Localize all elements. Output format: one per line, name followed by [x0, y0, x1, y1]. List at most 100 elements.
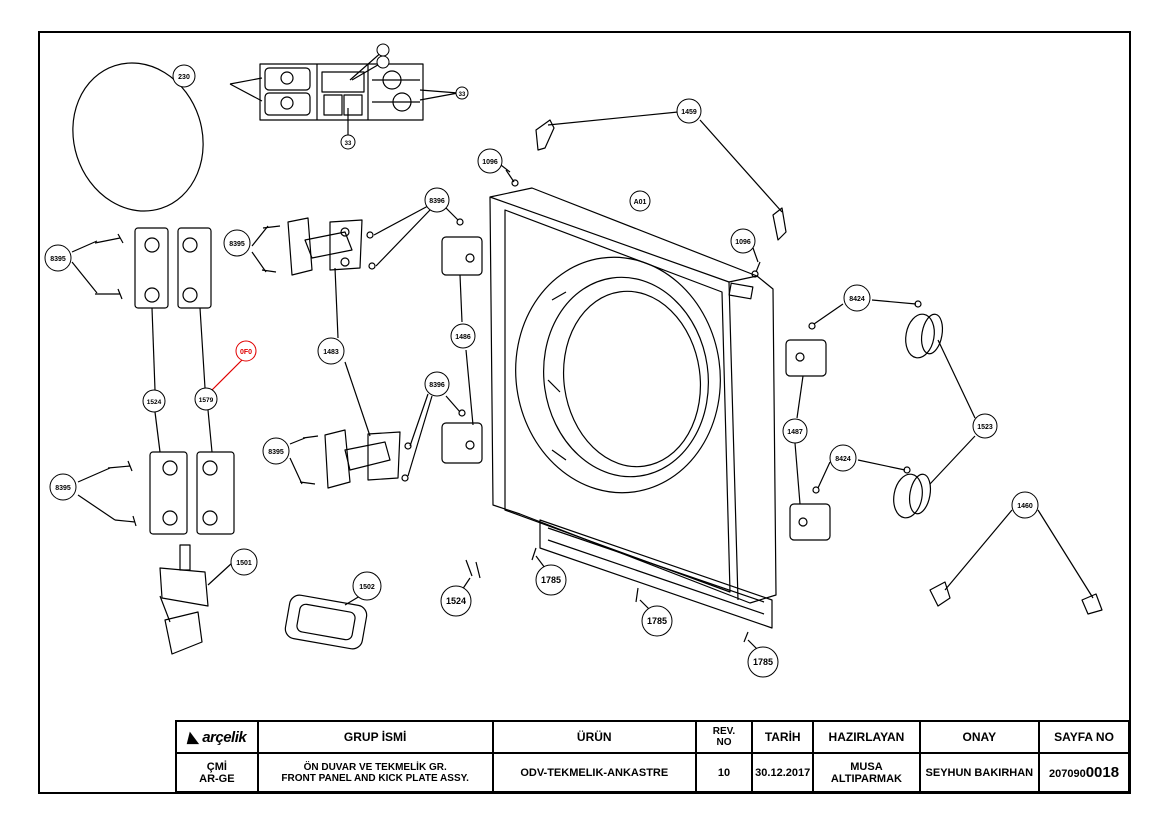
header-rev: REV. NO [694, 720, 754, 754]
callout-1524-left: 1524 [142, 389, 166, 413]
callout-1096-top: 1096 [477, 148, 503, 174]
callout-1785-c: 1785 [747, 646, 779, 678]
screws-8396 [366, 205, 466, 482]
callout-1486: 1486 [450, 323, 476, 349]
callout-1785-a: 1785 [535, 564, 567, 596]
handle-grip-1502 [284, 594, 368, 650]
callout-8395-a: 8395 [44, 244, 72, 272]
hinge-clip-top [535, 111, 787, 241]
brand-logo-cell: ◣ arçelik [175, 720, 259, 754]
callout-8424-bottom: 8424 [829, 444, 857, 472]
callout-33-top [376, 43, 390, 69]
hinge-plates [134, 227, 235, 535]
callout-8395-b: 8395 [223, 229, 251, 257]
kick-lock-1501 [159, 544, 233, 655]
department-line1: ÇMİ [206, 760, 227, 773]
department-line2: AR-GE [199, 772, 235, 785]
title-block: ◣ arçelik GRUP İSMİ ÜRÜN REV. NO TARİH H… [175, 720, 1130, 793]
svg-text:A01: A01 [634, 199, 647, 206]
svg-text:1483: 1483 [323, 349, 339, 356]
group-name-value: ÖN DUVAR VE TEKMELİK GR. FRONT PANEL AND… [256, 752, 494, 793]
rev-value: 10 [694, 752, 754, 793]
callout-1579: 1579 [194, 387, 218, 411]
screws-lower [461, 547, 759, 651]
door-hinges-1483 [251, 217, 401, 489]
header-group-name: GRUP İSMİ [256, 720, 494, 754]
svg-text:1487: 1487 [787, 429, 803, 436]
svg-text:1459: 1459 [681, 109, 697, 116]
header-date: TARİH [751, 720, 815, 754]
callout-0f0-highlight: 0F0 [235, 340, 257, 362]
callout-33-bottom: 33 [340, 134, 356, 150]
label-sheet [229, 49, 459, 140]
header-product: ÜRÜN [491, 720, 697, 754]
callout-33-right: 33 [455, 86, 469, 100]
sheet-no-suffix: 0018 [1085, 764, 1120, 781]
highlight-leader [209, 357, 245, 393]
hinge-brackets-1486 [441, 236, 483, 464]
svg-text:0F0: 0F0 [240, 349, 252, 356]
svg-text:1785: 1785 [541, 575, 561, 585]
hinge-brackets-1487 [785, 339, 831, 541]
callout-8396-top: 8396 [424, 187, 450, 213]
group-name-tr: ÖN DUVAR VE TEKMELİK GR. [303, 761, 447, 773]
callout-1459: 1459 [676, 98, 702, 124]
screws-8395-left [71, 233, 137, 527]
callout-8395-d: 8395 [49, 473, 77, 501]
screw-1096 [496, 161, 761, 278]
callout-8396-bottom: 8396 [424, 371, 450, 397]
svg-text:33: 33 [345, 141, 352, 147]
hinge-clips-1460 [929, 509, 1103, 615]
svg-text:8396: 8396 [429, 382, 445, 389]
callout-1460: 1460 [1011, 491, 1039, 519]
svg-text:1096: 1096 [735, 239, 751, 246]
svg-text:1460: 1460 [1017, 503, 1033, 510]
door-locks-1523 [893, 313, 976, 519]
header-approval: ONAY [918, 720, 1041, 754]
svg-text:8395: 8395 [229, 241, 245, 248]
svg-text:1486: 1486 [455, 334, 471, 341]
svg-text:1785: 1785 [647, 616, 667, 626]
callout-1502: 1502 [352, 571, 382, 601]
product-value: ODV-TEKMELIK-ANKASTRE [491, 752, 697, 793]
svg-text:8396: 8396 [429, 198, 445, 205]
approved-by-value: SEYHUN BAKIRHAN [918, 752, 1041, 793]
callout-8424-top: 8424 [843, 284, 871, 312]
callout-8395-c: 8395 [262, 437, 290, 465]
svg-text:1502: 1502 [359, 584, 375, 591]
svg-text:1785: 1785 [753, 657, 773, 667]
callout-1501: 1501 [230, 548, 258, 576]
callout-1523: 1523 [972, 413, 998, 439]
logo-mark-icon: ◣ [187, 729, 199, 746]
department-cell: ÇMİ AR-GE [175, 752, 259, 793]
header-rev-line1: REV. [712, 726, 736, 737]
svg-text:1501: 1501 [236, 560, 252, 567]
brand-logo-text: arçelik [202, 729, 247, 746]
sheet-no-value: 2070900018 [1038, 752, 1130, 793]
callout-1785-b: 1785 [641, 605, 673, 637]
svg-text:8395: 8395 [55, 485, 71, 492]
brand-logo: ◣ arçelik [187, 729, 246, 746]
svg-text:230: 230 [178, 74, 190, 81]
header-prepared-by: HAZIRLAYAN [812, 720, 921, 754]
callout-230: 230 [172, 64, 196, 88]
callout-a01: A01 [629, 190, 651, 212]
svg-text:8395: 8395 [268, 449, 284, 456]
prepared-by-value: MUSA ALTIPARMAK [812, 752, 921, 793]
sheet-no-prefix: 207090 [1048, 768, 1086, 780]
svg-text:1096: 1096 [482, 159, 498, 166]
drawing-frame [38, 31, 1131, 794]
callout-1096-right: 1096 [730, 228, 756, 254]
screws-8424 [808, 299, 922, 494]
callout-1483: 1483 [317, 337, 345, 365]
callout-1487: 1487 [782, 418, 808, 444]
front-panel-a01 [489, 187, 777, 629]
date-value: 30.12.2017 [751, 752, 815, 793]
group-name-en: FRONT PANEL AND KICK PLATE ASSY. [281, 772, 469, 784]
svg-text:8424: 8424 [849, 296, 865, 303]
svg-text:8424: 8424 [835, 456, 851, 463]
header-sheet-no: SAYFA NO [1038, 720, 1130, 754]
svg-text:1524: 1524 [446, 596, 466, 606]
callout-1524-bottom: 1524 [440, 585, 472, 617]
